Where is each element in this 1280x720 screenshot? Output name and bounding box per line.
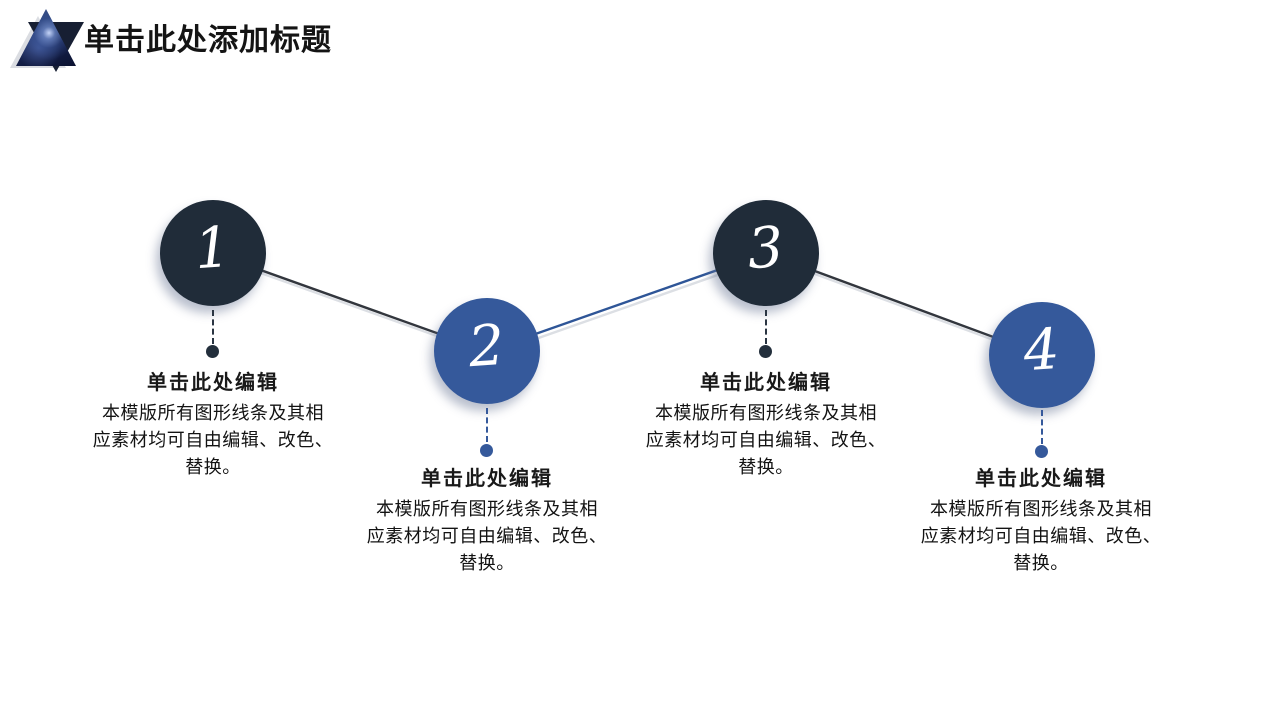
step-stem-3	[765, 310, 767, 344]
step-label-2[interactable]: 单击此处编辑	[421, 468, 553, 490]
step-text-4[interactable]: 单击此处编辑 本模版所有图形线条及其相 应素材均可自由编辑、改色、 替换。	[906, 462, 1176, 577]
step-circle-3[interactable]: 3	[713, 200, 819, 306]
step-body-4[interactable]: 本模版所有图形线条及其相 应素材均可自由编辑、改色、 替换。	[906, 496, 1176, 577]
step-body-1[interactable]: 本模版所有图形线条及其相 应素材均可自由编辑、改色、 替换。	[78, 400, 348, 481]
step-dot-2	[480, 444, 493, 457]
step-text-3[interactable]: 单击此处编辑 本模版所有图形线条及其相 应素材均可自由编辑、改色、 替换。	[631, 366, 901, 481]
body-line: 替换。	[459, 553, 515, 573]
step-number-2: 2	[466, 312, 507, 380]
step-body-3[interactable]: 本模版所有图形线条及其相 应素材均可自由编辑、改色、 替换。	[631, 400, 901, 481]
body-line: 应素材均可自由编辑、改色、	[920, 526, 1162, 546]
body-line: 本模版所有图形线条及其相	[102, 403, 324, 423]
step-dot-1	[206, 345, 219, 358]
body-line: 本模版所有图形线条及其相	[655, 403, 877, 423]
body-line: 本模版所有图形线条及其相	[376, 499, 598, 519]
body-line: 替换。	[738, 457, 794, 477]
step-number-4: 4	[1021, 316, 1062, 384]
step-number-1: 1	[192, 214, 233, 282]
step-dot-4	[1035, 445, 1048, 458]
step-label-4[interactable]: 单击此处编辑	[975, 468, 1107, 490]
step-text-1[interactable]: 单击此处编辑 本模版所有图形线条及其相 应素材均可自由编辑、改色、 替换。	[78, 366, 348, 481]
step-label-3[interactable]: 单击此处编辑	[700, 372, 832, 394]
step-circle-4[interactable]: 4	[989, 302, 1095, 408]
step-label-1[interactable]: 单击此处编辑	[147, 372, 279, 394]
step-circle-2[interactable]: 2	[434, 298, 540, 404]
step-text-2[interactable]: 单击此处编辑 本模版所有图形线条及其相 应素材均可自由编辑、改色、 替换。	[352, 462, 622, 577]
galaxy-star-logo-icon	[10, 6, 84, 78]
step-number-3: 3	[745, 214, 786, 282]
step-circle-1[interactable]: 1	[160, 200, 266, 306]
step-stem-4	[1041, 410, 1043, 444]
body-line: 应素材均可自由编辑、改色、	[645, 430, 887, 450]
body-line: 本模版所有图形线条及其相	[930, 499, 1152, 519]
body-line: 替换。	[185, 457, 241, 477]
step-body-2[interactable]: 本模版所有图形线条及其相 应素材均可自由编辑、改色、 替换。	[352, 496, 622, 577]
step-stem-1	[212, 310, 214, 344]
body-line: 应素材均可自由编辑、改色、	[92, 430, 334, 450]
step-stem-2	[486, 408, 488, 442]
step-dot-3	[759, 345, 772, 358]
body-line: 应素材均可自由编辑、改色、	[366, 526, 608, 546]
page-title[interactable]: 单击此处添加标题	[84, 24, 332, 57]
body-line: 替换。	[1013, 553, 1069, 573]
